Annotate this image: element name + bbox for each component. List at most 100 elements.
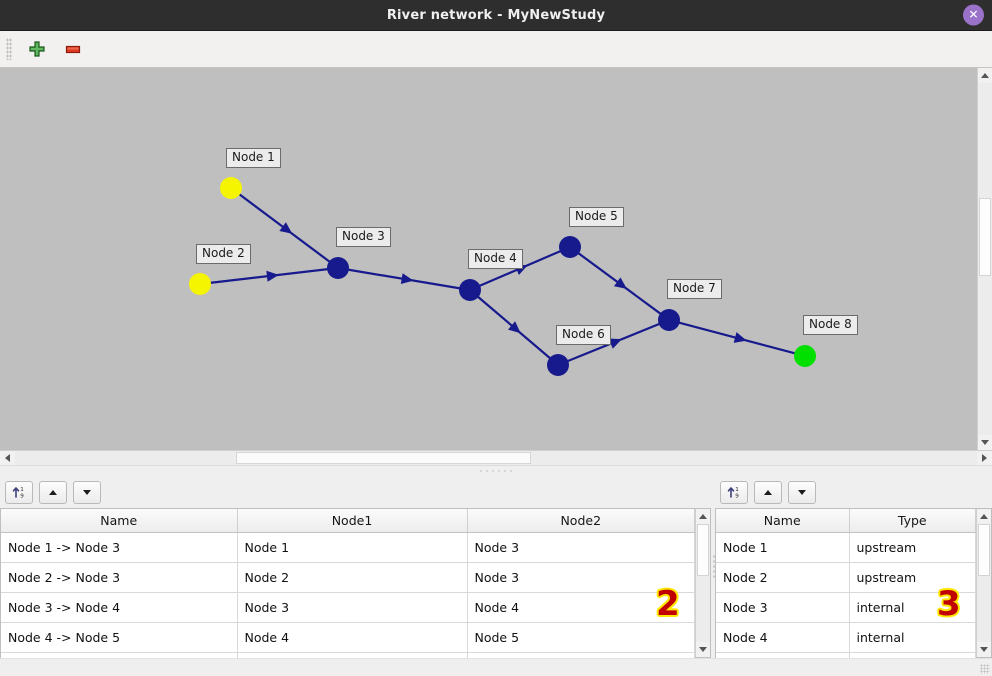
- nodes-table-cell[interactable]: Node 1: [716, 532, 850, 563]
- links-table-cell[interactable]: Node 1: [237, 532, 468, 563]
- nodes-vertical-scrollbar[interactable]: [976, 509, 991, 657]
- status-bar: [0, 658, 992, 676]
- toolbar-grip[interactable]: [6, 38, 12, 60]
- links-table-cell[interactable]: Node 4: [467, 592, 695, 623]
- links-table-cell[interactable]: Node 3: [467, 532, 695, 563]
- links-table-column-header[interactable]: Node1: [237, 509, 468, 533]
- graph-node-label-n8[interactable]: Node 8: [803, 315, 858, 335]
- graph-node-n3[interactable]: [327, 257, 349, 279]
- graph-node-label-n3[interactable]: Node 3: [336, 227, 391, 247]
- links-vscroll-thumb[interactable]: [697, 524, 709, 576]
- svg-text:9: 9: [735, 494, 739, 500]
- plus-icon: [29, 41, 45, 57]
- links-table-cell[interactable]: Node 4 -> Node 5: [1, 622, 238, 653]
- nodes-table-column-header[interactable]: Name: [716, 509, 850, 533]
- nodes-table-cell[interactable]: Node 4: [716, 622, 850, 653]
- graph-node-n4[interactable]: [459, 279, 481, 301]
- graph-node-label-n7[interactable]: Node 7: [667, 279, 722, 299]
- window-resize-grip[interactable]: [980, 664, 990, 674]
- graph-horizontal-scrollbar[interactable]: [0, 450, 992, 465]
- graph-node-n6[interactable]: [547, 354, 569, 376]
- graph-node-n1[interactable]: [220, 177, 242, 199]
- links-scroll-up-arrow-icon[interactable]: [696, 509, 710, 524]
- graph-hscroll-thumb[interactable]: [236, 452, 531, 464]
- remove-node-button[interactable]: [60, 36, 86, 62]
- graph-vscroll-thumb[interactable]: [979, 198, 991, 276]
- links-vertical-scrollbar[interactable]: [695, 509, 710, 657]
- vertical-splitter-dots: [711, 554, 715, 580]
- network-graph-svg: [189, 177, 816, 376]
- network-graph-canvas[interactable]: Node 1 Node 2 Node 3 Node 4 Node 5 Node 6 Node…: [0, 68, 977, 450]
- nodes-table-toolbar: 1 9: [715, 476, 992, 508]
- scroll-down-arrow-icon[interactable]: [978, 435, 992, 450]
- nodes-scroll-down-arrow-icon[interactable]: [977, 642, 991, 657]
- add-node-button[interactable]: [24, 36, 50, 62]
- links-table-cell[interactable]: Node 4: [237, 622, 468, 653]
- links-table-cell[interactable]: Node 1 -> Node 3: [1, 532, 238, 563]
- nodes-table-cell[interactable]: internal: [849, 622, 976, 653]
- graph-node-label-n4[interactable]: Node 4: [468, 249, 523, 269]
- links-table-cell[interactable]: Node 2: [237, 562, 468, 593]
- graph-node-n5[interactable]: [559, 236, 581, 258]
- links-move-up-button[interactable]: [39, 480, 67, 504]
- close-icon[interactable]: ✕: [963, 4, 984, 26]
- links-table-cell[interactable]: Node 2 -> Node 3: [1, 562, 238, 593]
- sort-icon: 1 9: [727, 487, 739, 500]
- sort-icon: 1 9: [12, 487, 24, 500]
- graph-vscroll-track[interactable]: [978, 83, 992, 435]
- nodes-sort-button[interactable]: 1 9: [720, 480, 748, 504]
- nodes-vscroll-thumb[interactable]: [978, 524, 990, 576]
- links-table-cell[interactable]: Node 5: [467, 622, 695, 653]
- graph-vertical-scrollbar[interactable]: [977, 68, 992, 450]
- graph-node-label-n5[interactable]: Node 5: [569, 207, 624, 227]
- graph-node-n7[interactable]: [658, 309, 680, 331]
- edge-arrow-icon: [608, 338, 622, 349]
- links-table-column-header[interactable]: Name: [1, 509, 238, 533]
- graph-node-label-n6[interactable]: Node 6: [556, 325, 611, 345]
- tables-vertical-splitter[interactable]: [711, 476, 715, 658]
- links-move-down-button[interactable]: [73, 480, 101, 504]
- nodes-table-cell[interactable]: Node 2: [716, 562, 850, 593]
- nodes-table-cell[interactable]: upstream: [849, 562, 976, 593]
- horizontal-splitter[interactable]: [0, 465, 992, 476]
- graph-node-n8[interactable]: [794, 345, 816, 367]
- links-table-cell[interactable]: Node 3: [467, 562, 695, 593]
- links-vscroll-track[interactable]: [696, 524, 710, 642]
- links-table-column-header[interactable]: Node2: [467, 509, 695, 533]
- scroll-left-arrow-icon[interactable]: [0, 451, 15, 465]
- graph-node-n2[interactable]: [189, 273, 211, 295]
- graph-node-label-n2[interactable]: Node 2: [196, 244, 251, 264]
- links-scroll-down-arrow-icon[interactable]: [696, 642, 710, 657]
- nodes-table-cell[interactable]: upstream: [849, 532, 976, 563]
- links-table-cell[interactable]: Node 3 -> Node 4: [1, 592, 238, 623]
- svg-text:9: 9: [20, 494, 24, 500]
- graph-node-label-n1[interactable]: Node 1: [226, 148, 281, 168]
- nodes-table-cell[interactable]: internal: [849, 592, 976, 623]
- scroll-right-arrow-icon[interactable]: [977, 451, 992, 465]
- links-sort-button[interactable]: 1 9: [5, 480, 33, 504]
- nodes-table-cell[interactable]: Node 3: [716, 592, 850, 623]
- scroll-up-arrow-icon[interactable]: [978, 68, 992, 83]
- graph-hscroll-track[interactable]: [15, 451, 977, 465]
- nodes-scroll-up-arrow-icon[interactable]: [977, 509, 991, 524]
- nodes-table-column-header[interactable]: Type: [849, 509, 976, 533]
- nodes-move-down-button[interactable]: [788, 480, 816, 504]
- nodes-move-up-button[interactable]: [754, 480, 782, 504]
- toolbar: [0, 31, 992, 68]
- links-table-cell[interactable]: Node 3: [237, 592, 468, 623]
- nodes-vscroll-track[interactable]: [977, 524, 991, 642]
